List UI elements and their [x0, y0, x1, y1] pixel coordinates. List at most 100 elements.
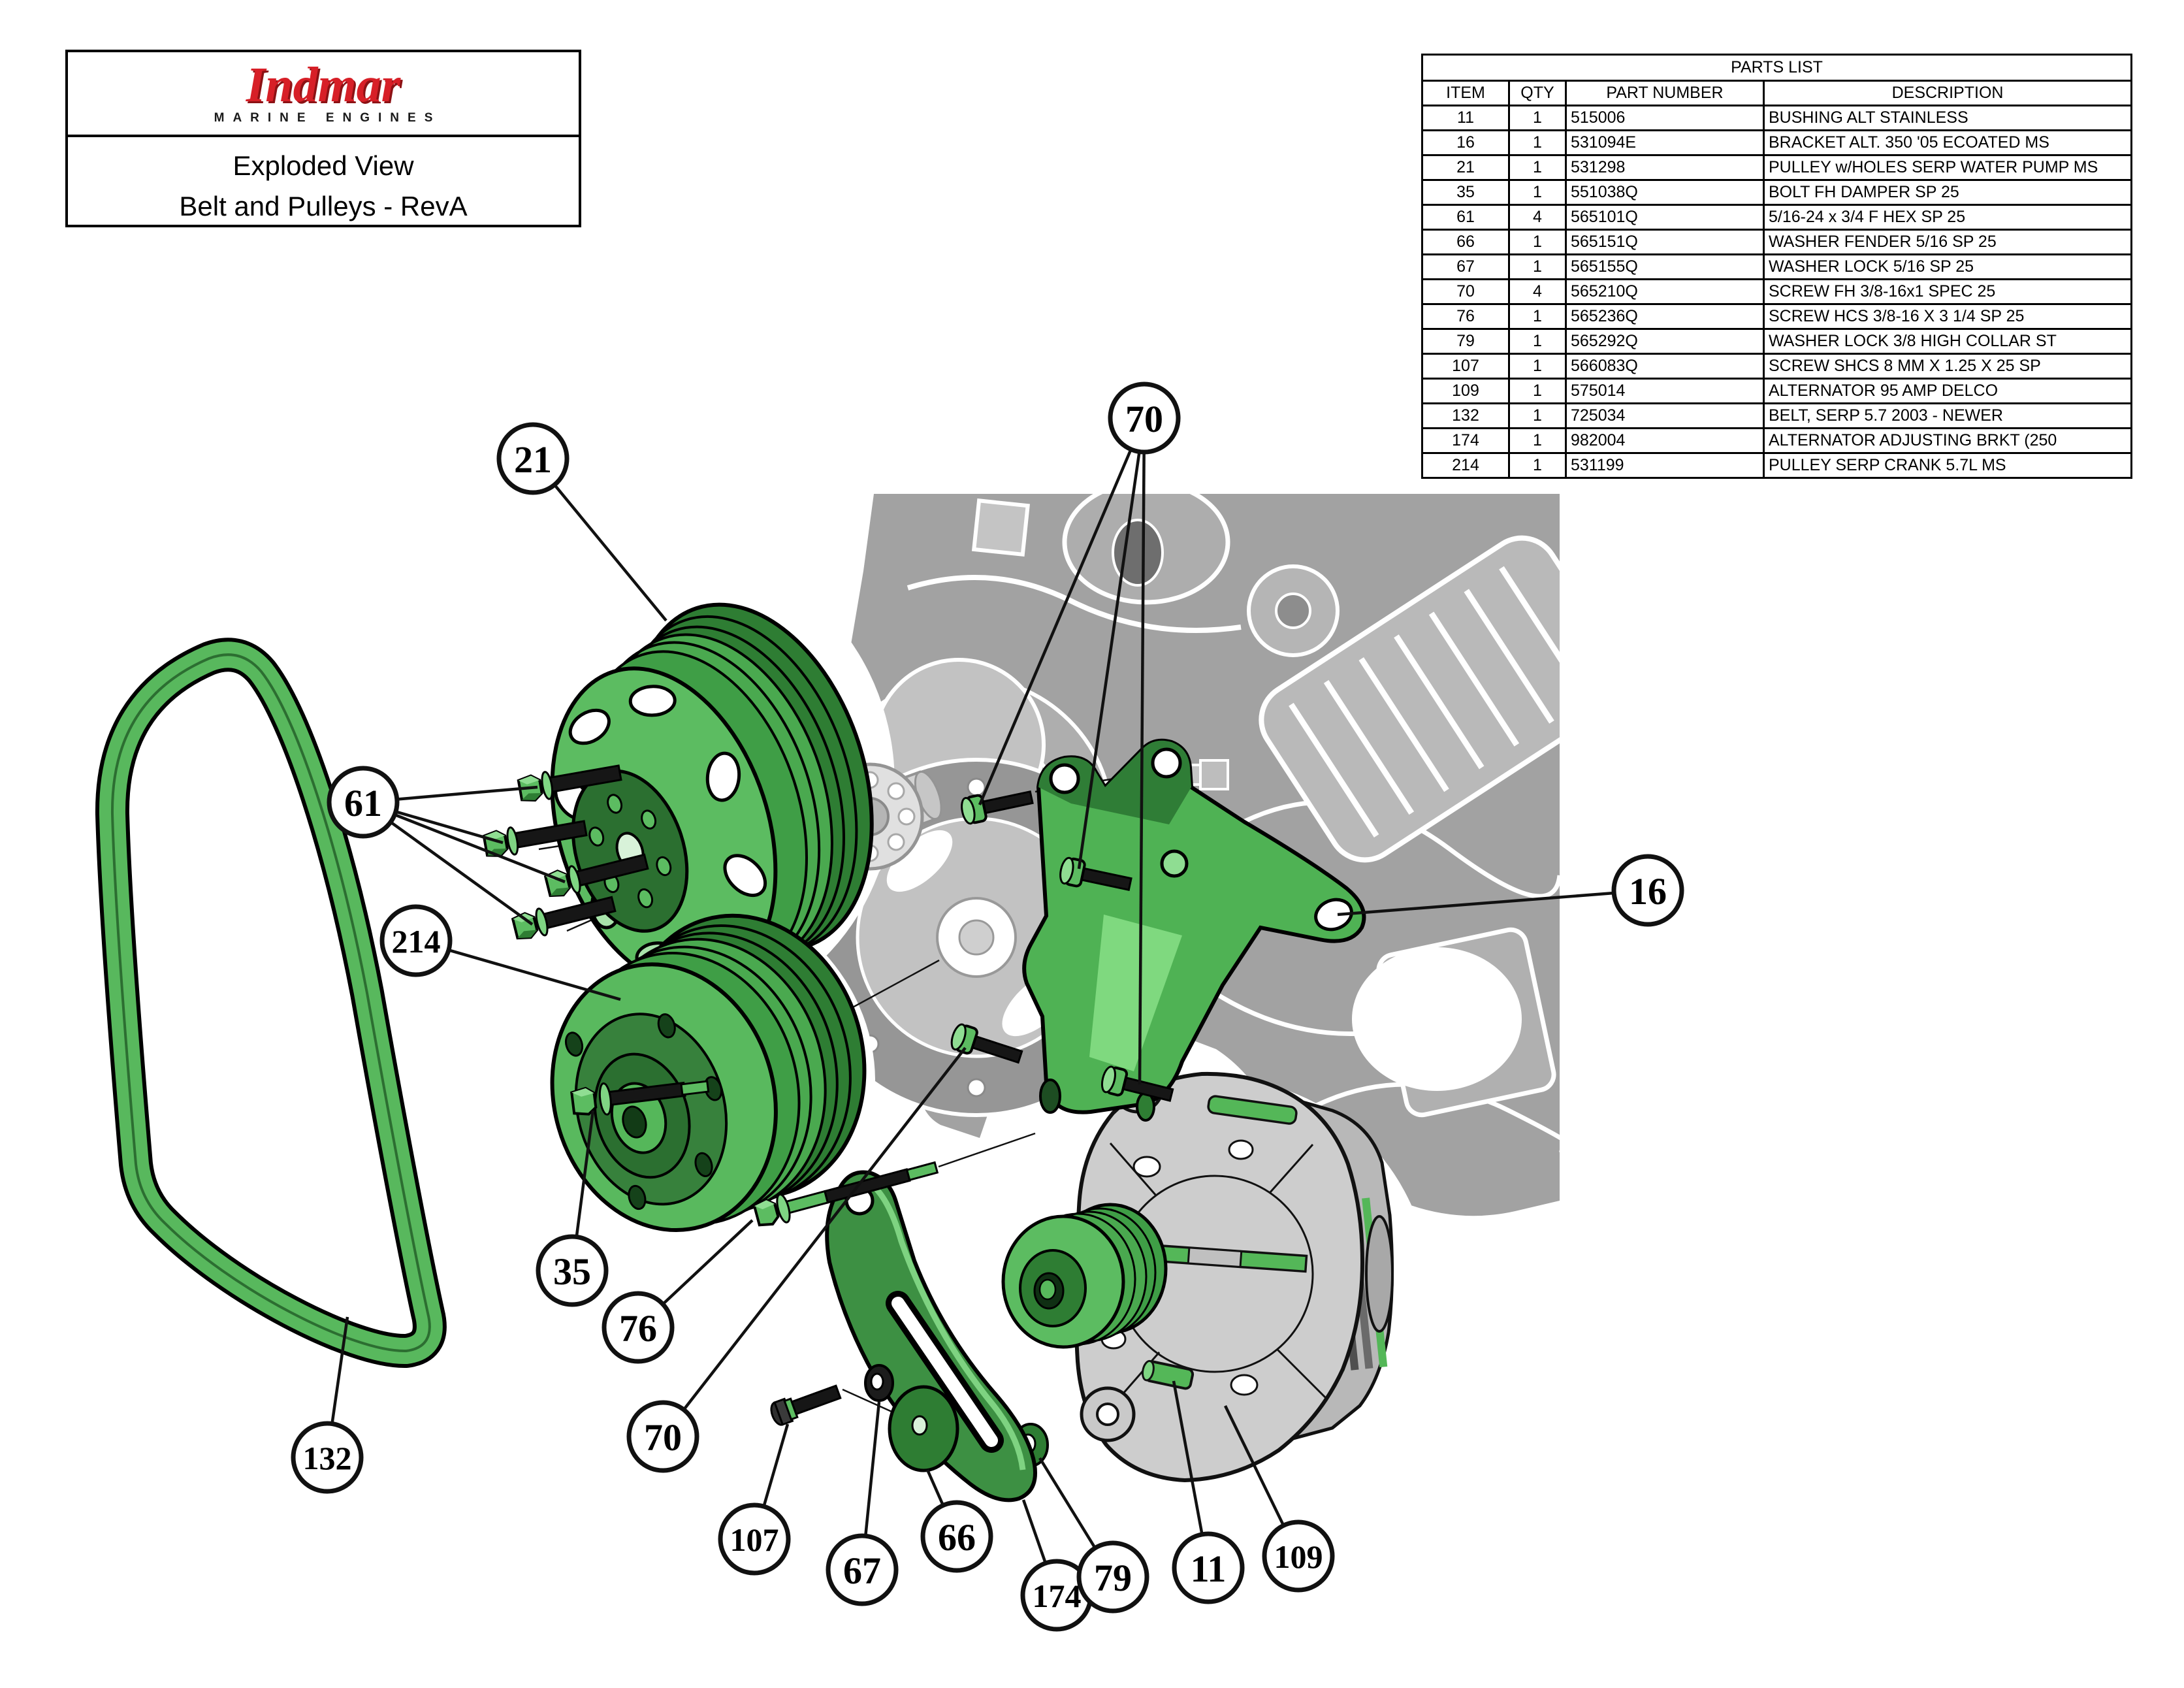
cell-qty: 1 [1508, 402, 1567, 429]
pump-hub-bolt-hole [607, 794, 623, 814]
cell-description: SCREW SHCS 8 MM X 1.25 X 25 SP [1762, 353, 2133, 380]
cell-item: 109 [1421, 378, 1510, 404]
cell-part-number: 531199 [1565, 452, 1765, 479]
cell-qty: 1 [1508, 253, 1567, 280]
engine-lobe-hole [1112, 519, 1164, 587]
balloon-label-70: 70 [1125, 398, 1163, 440]
washer-fender-66 [888, 1385, 959, 1472]
alternator-bottom-ear [1080, 1386, 1136, 1442]
balloon-label-70: 70 [644, 1416, 682, 1459]
pump-pulley-hole [568, 708, 611, 745]
title-block: Indmar MARINE ENGINES Exploded View Belt… [65, 50, 581, 227]
cell-item: 66 [1421, 229, 1510, 255]
alternator-pulley [1001, 1203, 1168, 1349]
balloon-35 [536, 1234, 609, 1307]
cell-part-number: 551038Q [1565, 179, 1765, 206]
parts-list-row: PARTS LIST [1421, 54, 2133, 82]
balloon-16 [1611, 854, 1684, 927]
balloon-label-35: 35 [553, 1250, 591, 1293]
leader-line-67 [863, 1401, 881, 1538]
balloon-61 [327, 766, 400, 839]
cell-qty: 1 [1508, 328, 1567, 355]
cell-item: 11 [1421, 105, 1510, 131]
cell-qty: 1 [1508, 179, 1567, 206]
leader-line-109 [1223, 1405, 1286, 1528]
cell-qty: 4 [1508, 278, 1567, 305]
balloon-label-11: 11 [1191, 1548, 1227, 1590]
pump-pulley-hole [705, 751, 741, 802]
serpentine-belt [95, 638, 447, 1368]
cell-description: 5/16-24 x 3/4 F HEX SP 25 [1762, 204, 2133, 231]
cell-item: 67 [1421, 253, 1510, 280]
balloon-label-132: 132 [303, 1440, 352, 1476]
cell-description: WASHER LOCK 3/8 HIGH COLLAR ST [1762, 328, 2133, 355]
cell-qty: 1 [1508, 452, 1567, 479]
cell-qty: 4 [1508, 204, 1567, 231]
leader-line-61 [393, 813, 566, 884]
pump-pulley-hole [628, 685, 677, 717]
arm-slot [891, 1297, 998, 1447]
leader-line-132 [330, 1316, 349, 1425]
cell-item: 174 [1421, 427, 1510, 454]
balloon-21 [496, 422, 570, 495]
cell-item: 214 [1421, 452, 1510, 479]
valve-cover [1259, 535, 1560, 863]
engine-port-hole [1275, 592, 1311, 629]
balloon-214 [379, 904, 453, 977]
cell-qty: 1 [1508, 105, 1567, 131]
leader-line-107 [762, 1423, 790, 1508]
cell-qty: 1 [1508, 129, 1567, 156]
cell-item: 76 [1421, 303, 1510, 330]
cell-part-number: 982004 [1565, 427, 1765, 454]
crank-hole [694, 1152, 713, 1177]
cell-description: SCREW HCS 3/8-16 X 3 1/4 SP 25 [1762, 303, 2133, 330]
leader-line-214 [447, 948, 621, 1001]
halo [1352, 947, 1522, 1091]
cell-part-number: 515006 [1565, 105, 1765, 131]
title-block-body: Exploded View Belt and Pulleys - RevA [68, 137, 579, 235]
col-header-qty: QTY [1508, 80, 1567, 106]
leader-line-61 [394, 809, 504, 845]
leader-line-70 [1077, 450, 1142, 869]
leader-line-66 [925, 1469, 945, 1508]
leader-line-11 [1172, 1380, 1204, 1536]
engine-contour [907, 575, 1242, 633]
balloon-label-174: 174 [1033, 1578, 1082, 1614]
bracket-hole [1160, 849, 1189, 878]
leader-line-76 [660, 1219, 754, 1307]
cell-item: 21 [1421, 154, 1510, 181]
cell-part-number: 565101Q [1565, 204, 1765, 231]
leader-line-61 [389, 820, 534, 926]
cell-part-number: 565151Q [1565, 229, 1765, 255]
cell-description: WASHER FENDER 5/16 SP 25 [1762, 229, 2133, 255]
cell-qty: 1 [1508, 229, 1567, 255]
indmar-logo: Indmar [246, 57, 401, 113]
alternator-bracket [1022, 738, 1366, 1122]
drawing-title: Belt and Pulleys - RevA [179, 191, 468, 221]
balloon-70 [1108, 381, 1181, 455]
bracket-lobe-hole [1314, 898, 1353, 932]
bracket-highlight [1089, 915, 1182, 1071]
engine-contour [1305, 1082, 1560, 1152]
alternator-vent [1132, 1156, 1161, 1178]
balloon-label-66: 66 [938, 1516, 976, 1559]
cell-part-number: 565210Q [1565, 278, 1765, 305]
breather-cube [971, 498, 1030, 557]
logo-block: Indmar MARINE ENGINES [68, 52, 579, 137]
cell-part-number: 531094E [1565, 129, 1765, 156]
cell-qty: 1 [1508, 353, 1567, 380]
balloon-70 [626, 1400, 699, 1473]
cell-item: 61 [1421, 204, 1510, 231]
balloon-label-109: 109 [1274, 1538, 1323, 1575]
cell-description: WASHER LOCK 5/16 SP 25 [1762, 253, 2133, 280]
cell-item: 35 [1421, 179, 1510, 206]
damper-bolt-35 [570, 1080, 710, 1116]
